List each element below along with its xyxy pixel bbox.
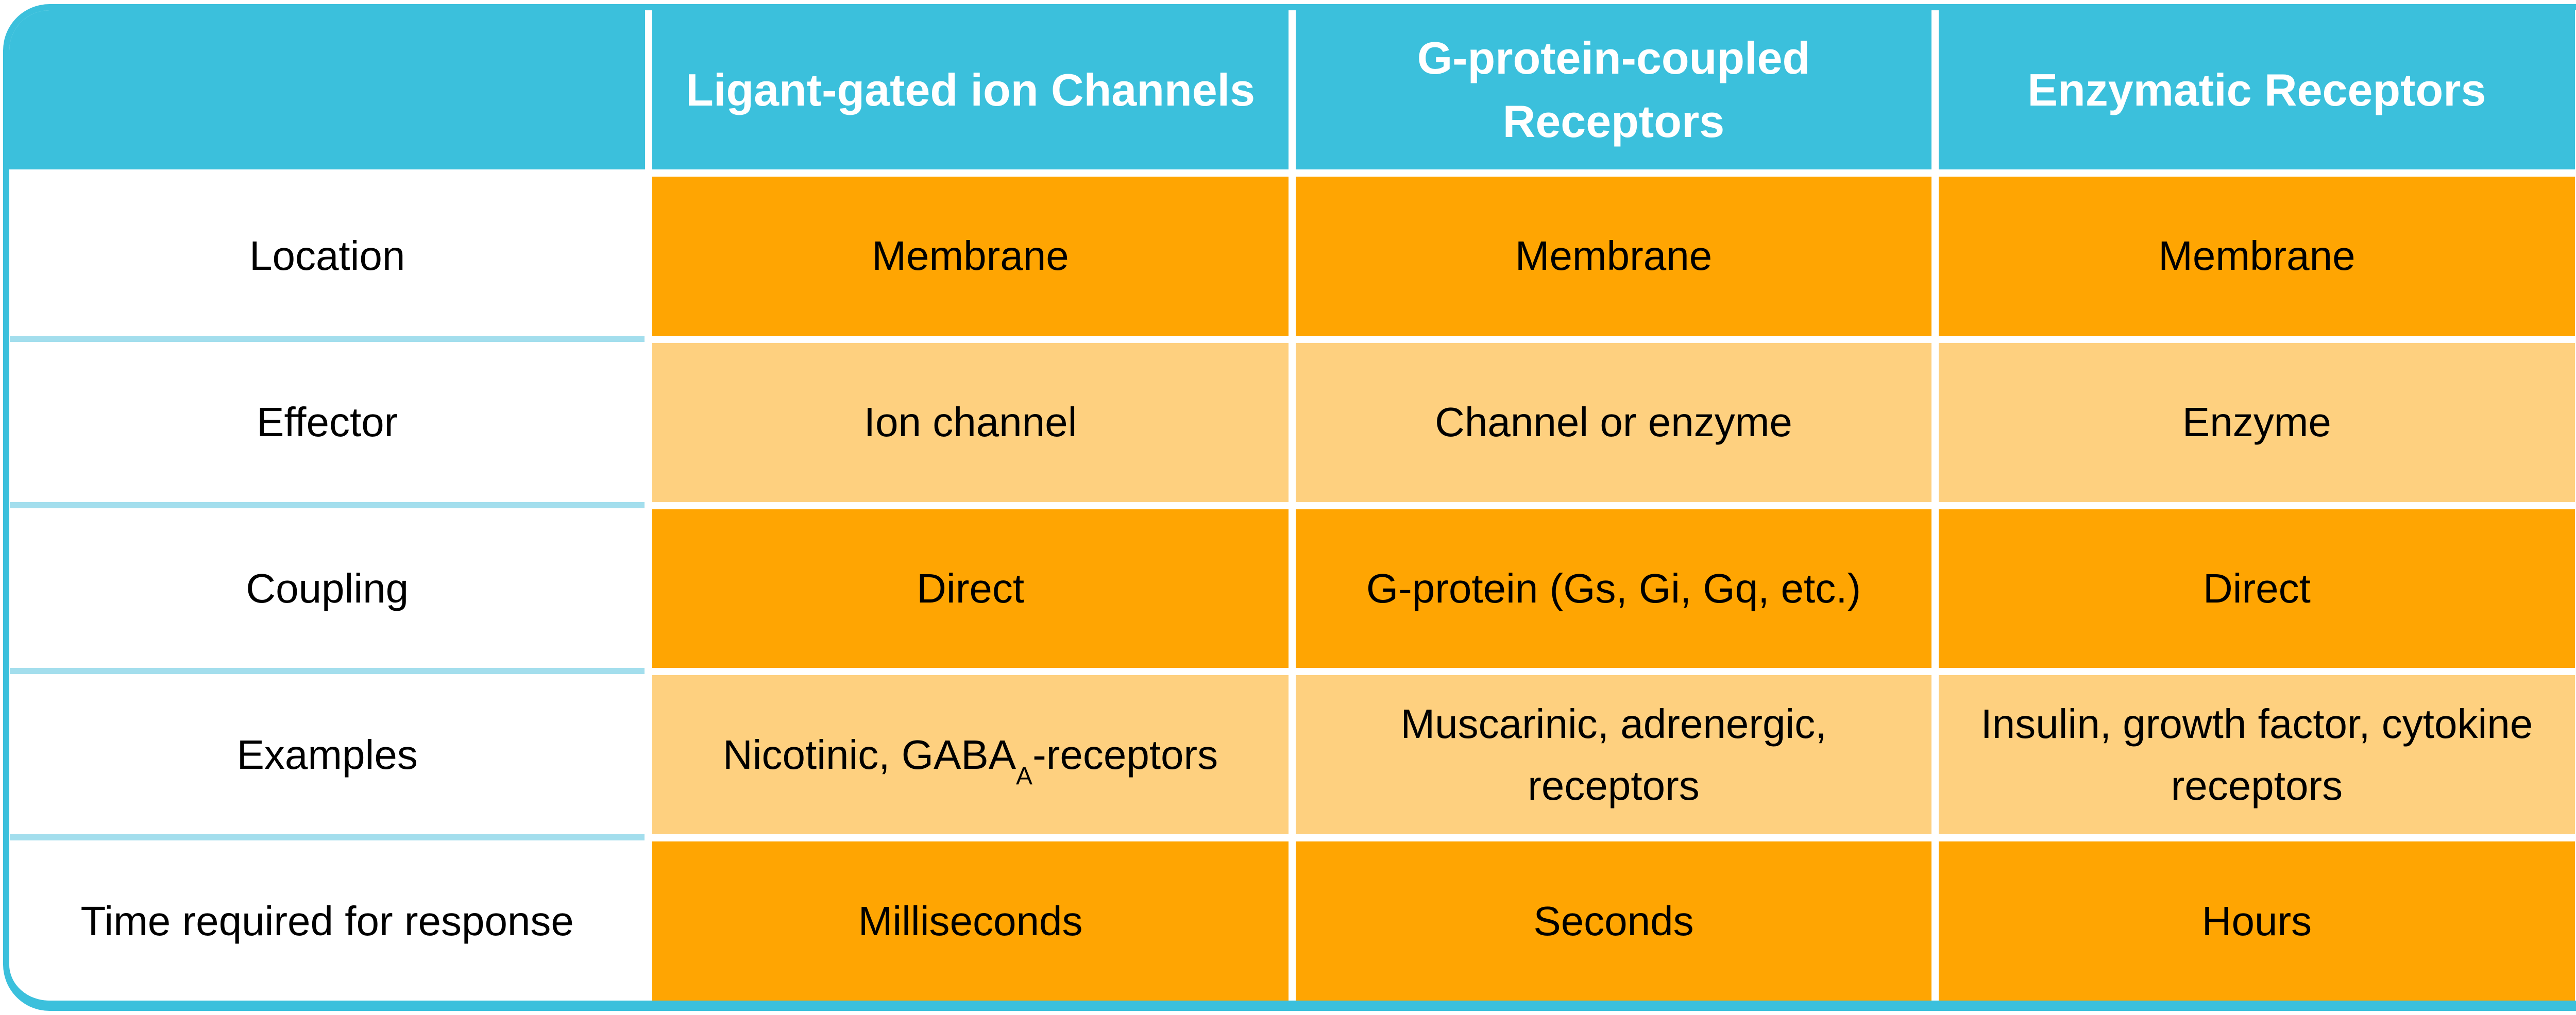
cell-location-lgic: Membrane (652, 176, 1289, 336)
cell-effector-lgic: Ion channel (652, 342, 1289, 502)
cell-location-gpcr: Membrane (1295, 176, 1932, 336)
header-corner-cell (9, 10, 646, 169)
header-enzymatic-receptors: Enzymatic Receptors (1939, 10, 2575, 169)
row-label-examples: Examples (9, 675, 646, 835)
row-label-coupling: Coupling (9, 509, 646, 668)
cell-examples-enzymatic: Insulin, growth factor, cytokine recepto… (1939, 675, 2575, 835)
cell-effector-enzymatic: Enzyme (1939, 342, 2575, 502)
cell-time-lgic: Milliseconds (652, 841, 1289, 1001)
cell-time-gpcr: Seconds (1295, 841, 1932, 1001)
cell-effector-gpcr: Channel or enzyme (1295, 342, 1932, 502)
examples-lgic-pre: Nicotinic, GABA (722, 731, 1016, 778)
row-label-time-required: Time required for response (9, 841, 646, 1001)
cell-time-enzymatic: Hours (1939, 841, 2575, 1001)
cell-examples-gpcr: Muscarinic, adrenergic, receptors (1295, 675, 1932, 835)
header-g-protein-coupled-receptors: G-protein-coupled Receptors (1295, 10, 1932, 169)
cell-location-enzymatic: Membrane (1939, 176, 2575, 336)
cell-examples-lgic: Nicotinic, GABAA-receptors (652, 675, 1289, 835)
header-ligant-gated-ion-channels: Ligant-gated ion Channels (652, 10, 1289, 169)
cell-coupling-lgic: Direct (652, 509, 1289, 668)
comparison-table: Ligant-gated ion Channels G-protein-coup… (3, 4, 2576, 1011)
row-label-effector: Effector (9, 342, 646, 502)
cell-coupling-enzymatic: Direct (1939, 509, 2575, 668)
row-label-location: Location (9, 176, 646, 336)
gaba-a-subscript: A (1016, 763, 1033, 790)
cell-coupling-gpcr: G-protein (Gs, Gi, Gq, etc.) (1295, 509, 1932, 668)
examples-lgic-text: Nicotinic, GABAA-receptors (722, 724, 1218, 789)
examples-lgic-post: -receptors (1032, 731, 1218, 778)
